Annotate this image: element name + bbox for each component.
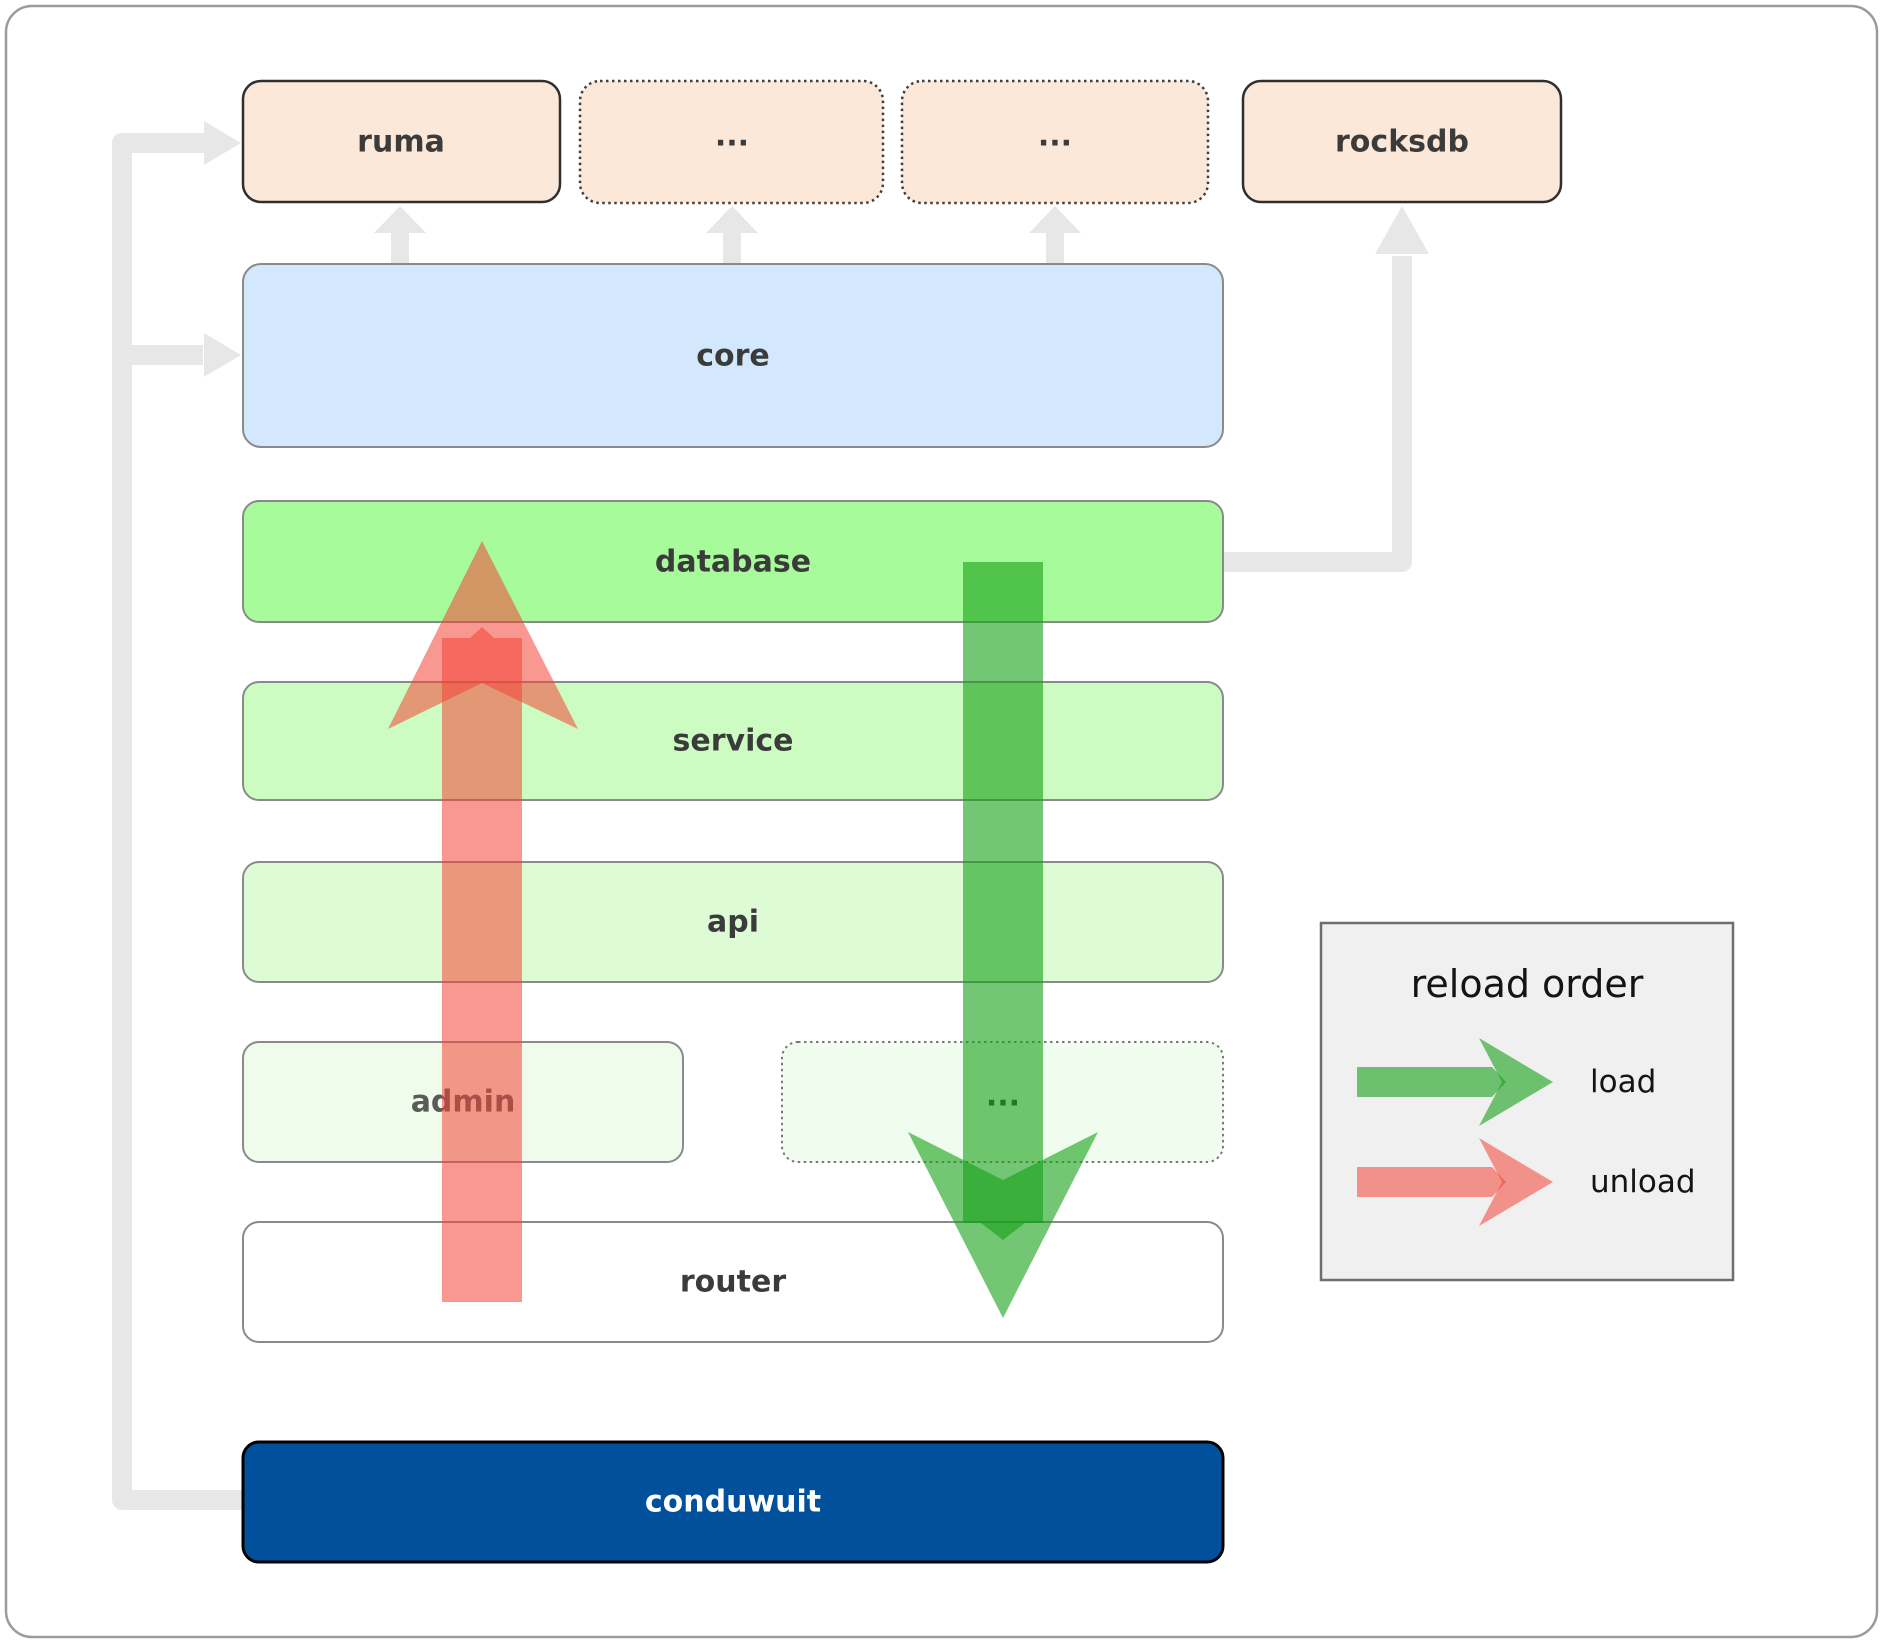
box-router: router bbox=[242, 1221, 1224, 1343]
box-api: api bbox=[242, 861, 1224, 983]
legend-unload-arrow-icon bbox=[1357, 1138, 1553, 1226]
box-conduwuit: conduwuit bbox=[241, 1440, 1225, 1564]
box-service-label: service bbox=[673, 724, 794, 759]
arrowhead-into-rocksdb bbox=[1375, 206, 1429, 254]
arrowhead-into-core bbox=[204, 333, 241, 377]
box-core-label: core bbox=[696, 339, 770, 374]
box-router-label: router bbox=[680, 1265, 786, 1300]
legend-unload-label: unload bbox=[1590, 1164, 1696, 1200]
box-database: database bbox=[242, 500, 1224, 623]
box-more-deps-2-label: ... bbox=[1038, 119, 1072, 154]
unload-arrow-head bbox=[388, 541, 578, 729]
box-ruma-label: ruma bbox=[357, 125, 445, 160]
legend-load-arrow-icon bbox=[1357, 1038, 1553, 1126]
load-arrow bbox=[908, 562, 1098, 1318]
box-more-deps-1: ... bbox=[578, 79, 885, 205]
box-database-label: database bbox=[655, 545, 811, 580]
diagram-frame bbox=[4, 4, 1879, 1639]
legend: reload order load unload bbox=[1319, 921, 1735, 1282]
unload-arrow-shaft bbox=[442, 627, 522, 1302]
stub-arrow-core-to-ruma bbox=[374, 206, 426, 264]
stub-arrow-core-to-more-1 bbox=[706, 206, 758, 264]
box-conduwuit-label: conduwuit bbox=[645, 1485, 821, 1520]
legend-box bbox=[1319, 921, 1735, 1282]
box-more-deps-1-label: ... bbox=[715, 119, 749, 154]
box-service: service bbox=[242, 681, 1224, 801]
connector-database-to-rocksdb bbox=[1223, 256, 1412, 572]
connector-lines bbox=[112, 121, 1429, 1510]
box-more-deps-2: ... bbox=[900, 79, 1210, 205]
arrowhead-into-ruma bbox=[204, 121, 241, 165]
box-core: core bbox=[242, 263, 1224, 448]
box-ruma: ruma bbox=[241, 79, 562, 204]
connector-conduwuit-to-ruma bbox=[112, 133, 243, 1510]
load-arrow-shaft bbox=[963, 562, 1043, 1240]
legend-load-label: load bbox=[1590, 1064, 1656, 1100]
box-api-label: api bbox=[707, 905, 759, 940]
load-arrow-head bbox=[908, 1132, 1098, 1318]
box-rocksdb: rocksdb bbox=[1241, 79, 1563, 204]
box-rocksdb-label: rocksdb bbox=[1335, 125, 1469, 160]
unload-arrow bbox=[388, 541, 578, 1302]
legend-title: reload order bbox=[1411, 962, 1644, 1006]
stub-arrow-core-to-more-2 bbox=[1029, 206, 1081, 264]
